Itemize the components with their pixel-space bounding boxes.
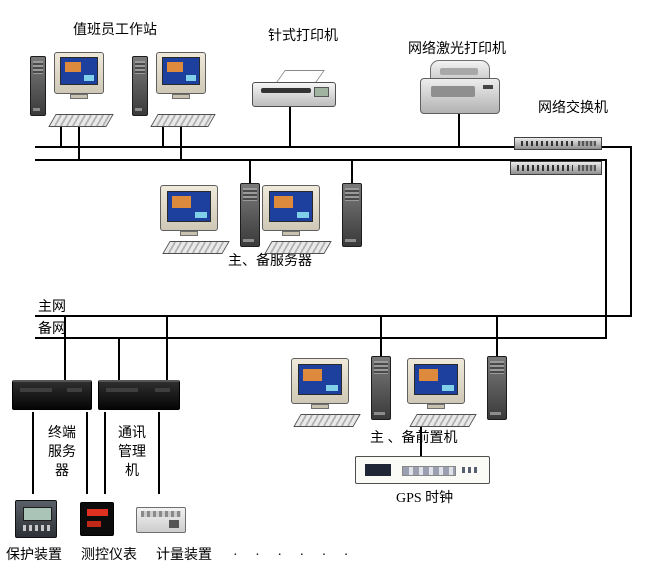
monitor-icon xyxy=(156,52,206,94)
laser-printer xyxy=(420,60,502,116)
keyboard-icon xyxy=(409,414,477,427)
link-comm-manager-backup-net xyxy=(118,337,120,381)
computer-tower-icon xyxy=(30,56,46,116)
monitor-stand xyxy=(180,231,198,236)
link-workstation1-bus-b xyxy=(78,127,80,160)
link-front-end-backup-net xyxy=(496,315,498,358)
label-backup-network: 备网 xyxy=(38,322,66,337)
label-front-end-machines: 主 、备前置机 xyxy=(370,431,458,446)
label-network-laser-printer: 网络激光打印机 xyxy=(408,42,506,57)
label-gps-clock: GPS 时钟 xyxy=(396,491,454,506)
monitor-icon xyxy=(262,185,320,231)
server-tower-icon xyxy=(240,183,260,247)
cable-terminal-server-right xyxy=(86,412,88,494)
server-backup xyxy=(262,183,370,255)
keyboard-icon xyxy=(48,114,114,127)
operator-workstation-1 xyxy=(28,52,118,132)
front-end-main xyxy=(291,356,399,428)
metering-device xyxy=(136,507,186,533)
backup-network-line xyxy=(35,337,607,339)
label-network-switch: 网络交换机 xyxy=(538,101,608,116)
monitor-icon xyxy=(54,52,104,94)
link-workstation2-bus-b xyxy=(180,127,182,160)
monitor-stand xyxy=(70,94,88,99)
label-comm-manager: 通讯 管理 机 xyxy=(118,426,146,479)
computer-tower-icon xyxy=(132,56,148,116)
link-dot-printer-bus xyxy=(289,106,291,148)
label-main-backup-servers: 主、备服务器 xyxy=(228,254,312,269)
gps-clock-device xyxy=(355,456,490,484)
link-workstation2-bus-a xyxy=(162,127,164,147)
gps-indicator-lights xyxy=(462,467,480,473)
protection-device xyxy=(15,500,57,538)
keyboard-icon xyxy=(150,114,216,127)
screen xyxy=(167,191,211,222)
cable-comm-manager-right xyxy=(158,412,160,494)
monitor-icon xyxy=(160,185,218,231)
link-comm-manager-main-net xyxy=(166,315,168,381)
link-front-end-main-net xyxy=(380,315,382,358)
label-ellipsis: · · · · · · xyxy=(233,548,356,563)
link-server-main-bus xyxy=(249,160,251,185)
label-protection-device: 保护装置 xyxy=(6,548,62,563)
link-bus-b-to-backup-net-line xyxy=(605,159,607,339)
link-terminal-server-net xyxy=(64,315,66,381)
label-measuring-instrument: 测控仪表 xyxy=(81,548,137,563)
label-main-network: 主网 xyxy=(38,300,66,315)
label-operator-workstation: 值班员工作站 xyxy=(73,23,157,38)
network-switch-1 xyxy=(514,137,602,150)
screen xyxy=(298,364,342,395)
printer-top xyxy=(430,60,490,80)
server-tower-icon xyxy=(342,183,362,247)
operator-workstation-2 xyxy=(130,52,220,132)
keyboard-icon xyxy=(162,241,230,254)
measuring-device xyxy=(80,502,114,536)
monitor-stand xyxy=(427,404,445,409)
server-tower-icon xyxy=(487,356,507,420)
front-end-backup xyxy=(407,356,515,428)
server-main xyxy=(160,183,268,255)
bus-line-b xyxy=(35,159,607,161)
printer-body xyxy=(420,78,500,114)
keyboard-icon xyxy=(293,414,361,427)
monitor-stand xyxy=(282,231,300,236)
monitor-icon xyxy=(407,358,465,404)
link-workstation1-bus-a xyxy=(60,127,62,147)
bus-line-a xyxy=(35,146,632,148)
label-dot-matrix-printer: 针式打印机 xyxy=(268,29,338,44)
terminal-server-device xyxy=(12,380,92,410)
server-tower-icon xyxy=(371,356,391,420)
link-laser-printer-bus xyxy=(458,114,460,148)
label-metering-device: 计量装置 xyxy=(156,548,212,563)
keyboard-icon xyxy=(264,241,332,254)
comm-manager-device xyxy=(98,380,180,410)
screen xyxy=(269,191,313,222)
screen xyxy=(414,364,458,395)
dot-matrix-printer xyxy=(252,70,338,108)
screen xyxy=(60,57,98,85)
label-terminal-server: 终端 服务 器 xyxy=(48,426,76,479)
monitor-stand xyxy=(172,94,190,99)
cable-comm-manager-left xyxy=(104,412,106,494)
monitor-icon xyxy=(291,358,349,404)
main-network-line xyxy=(35,315,632,317)
link-bus-a-to-main-net-line xyxy=(630,146,632,317)
link-gps-clock xyxy=(420,426,422,457)
monitor-stand xyxy=(311,404,329,409)
link-server-backup-bus xyxy=(351,160,353,185)
cable-terminal-server-left xyxy=(32,412,34,494)
printer-body xyxy=(252,82,336,107)
screen xyxy=(162,57,200,85)
network-switch-2 xyxy=(510,161,602,175)
